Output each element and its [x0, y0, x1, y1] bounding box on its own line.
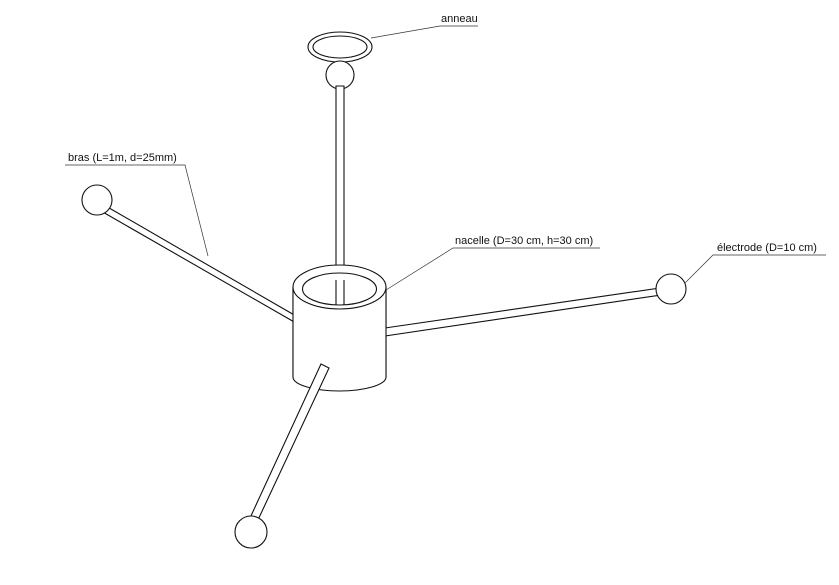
electrode-right — [655, 273, 687, 305]
electrode-left — [81, 184, 113, 216]
ring — [307, 31, 373, 63]
ring-label: anneau — [441, 13, 478, 25]
arm-label: bras (L=1m, d=25mm) — [68, 152, 177, 164]
electrode-front — [234, 515, 268, 549]
basket-label: nacelle (D=30 cm, h=30 cm) — [455, 235, 593, 247]
top-ball — [325, 60, 355, 90]
ring-leader — [370, 25, 478, 39]
basket-leader — [385, 247, 600, 291]
electrode-leader — [684, 254, 826, 284]
electrode-label: électrode (D=10 cm) — [717, 242, 817, 254]
arm-leader — [65, 164, 209, 257]
arm-left — [100, 204, 297, 324]
arm-right — [384, 287, 662, 337]
arm-front — [249, 363, 330, 523]
basket — [292, 264, 387, 392]
